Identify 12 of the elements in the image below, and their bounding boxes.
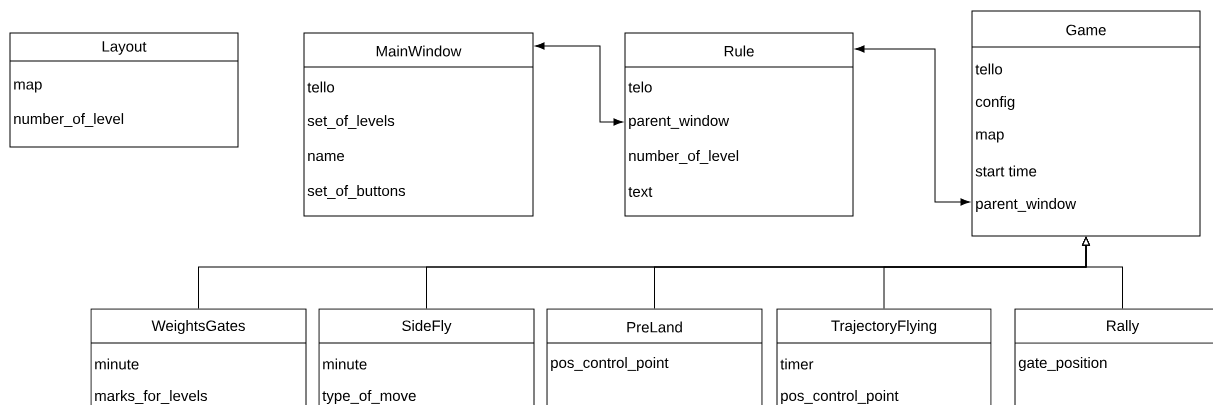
class-box: MainWindow tello set_of_levels name set_of_buttons (303, 32, 534, 217)
class-box: Rally gate_position (1014, 308, 1213, 405)
class-box: PreLand pos_control_point (546, 308, 763, 405)
class-box: Rule telo parent_window number_of_level text (624, 32, 854, 217)
inheritance-arrow (1082, 237, 1123, 309)
association-arrow (535, 42, 623, 126)
class-box: Game tello config map start time parent_window (971, 10, 1201, 237)
class-box: Layout map number_of_level (9, 32, 239, 148)
class-box: TrajectoryFlying timer pos_control_point (776, 308, 992, 405)
class-box: SideFly minute type_of_move (318, 308, 535, 405)
class-box: WeightsGates minute marks_for_levels (90, 308, 307, 405)
association-arrow (855, 45, 970, 206)
